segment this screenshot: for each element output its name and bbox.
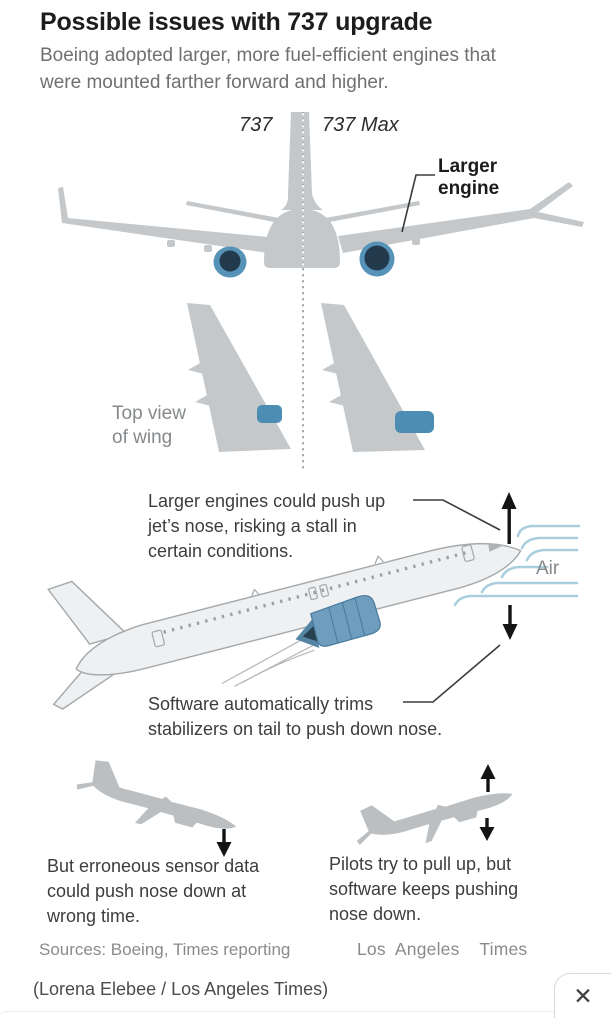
engine-callout-line xyxy=(401,174,435,233)
sources-line: Sources: Boeing, Times reporting xyxy=(39,940,291,959)
air-label: Air xyxy=(536,558,560,579)
page-title: Possible issues with 737 upgrade xyxy=(40,8,433,36)
stall-annotation: Larger engines could push up jet’s nose,… xyxy=(148,491,386,561)
737-nacelle-top-icon xyxy=(257,405,282,423)
pilot-up-arrow-icon xyxy=(480,764,496,792)
label-737-max: 737 Max xyxy=(322,114,399,136)
cockpit-window xyxy=(488,543,505,552)
left-stabilizer-front xyxy=(186,201,290,225)
sensor-down-arrow-icon xyxy=(216,829,232,857)
front-door xyxy=(461,544,475,562)
flap-fairing xyxy=(204,245,212,252)
airflow-lines xyxy=(453,524,581,607)
max-wing-fairing xyxy=(329,394,345,406)
left-wing-front xyxy=(58,187,268,253)
pilot-down-arrow-icon xyxy=(479,818,495,841)
nose-up-arrow-icon xyxy=(501,492,517,544)
flap-fairing xyxy=(380,243,388,250)
nose-up-plane-silhouette xyxy=(347,761,519,864)
sensor-annotation: But erroneous sensor data could push nos… xyxy=(47,856,260,926)
tail-fin-front xyxy=(281,112,323,210)
card-edge xyxy=(0,1011,611,1018)
overwing-exit xyxy=(308,586,318,601)
stall-pointer-line xyxy=(413,499,501,531)
trim-down-arrow-icon xyxy=(502,605,518,640)
flap-fairing xyxy=(412,238,420,245)
right-stabilizer-front xyxy=(314,201,420,225)
tail-fin xyxy=(47,580,128,645)
window-row xyxy=(163,550,468,634)
737-engine-core xyxy=(219,250,241,272)
credit-caption: (Lorena Elebee / Los Angeles Times) xyxy=(33,979,329,999)
engine-exhaust-cone xyxy=(295,619,320,648)
737-wing-top xyxy=(187,303,291,452)
max-wing-fairing xyxy=(322,362,338,374)
max-nacelle-side-icon xyxy=(310,595,381,647)
max-engine-core xyxy=(364,245,390,271)
page-subtitle: Boeing adopted larger, more fuel-efficie… xyxy=(40,45,496,93)
close-button[interactable]: ✕ xyxy=(554,973,611,1018)
front-view-illustration xyxy=(58,112,584,278)
pilot-annotation: Pilots try to pull up, but software keep… xyxy=(329,854,519,924)
la-times-brand: Los Angeles Times xyxy=(357,939,528,959)
engine-spinner xyxy=(302,625,318,642)
close-icon[interactable]: ✕ xyxy=(573,982,593,1009)
max-engine-icon xyxy=(359,241,395,277)
nose-down-plane-silhouette xyxy=(71,755,244,845)
737-wing-fairing xyxy=(195,394,211,406)
label-737: 737 xyxy=(239,114,273,136)
wing-outline xyxy=(221,631,324,687)
fuselage-dome xyxy=(264,209,340,268)
stabilizer xyxy=(52,664,121,710)
rear-door xyxy=(151,629,165,648)
737-wing-fairing xyxy=(188,362,204,374)
top-view-of-wing-label: Top view of wing xyxy=(112,403,186,448)
trim-annotation: Software automatically trims stabilizers… xyxy=(148,694,443,739)
overwing-exit xyxy=(319,583,330,598)
flap-fairing xyxy=(167,240,175,247)
max-wing-top xyxy=(321,303,425,452)
nacelle-stripes xyxy=(328,598,365,643)
larger-engine-callout: Larger engine xyxy=(438,156,500,199)
annotation-pointers xyxy=(403,499,501,703)
737-engine-icon xyxy=(213,246,247,278)
max-nacelle-top-icon xyxy=(395,411,434,433)
wing-top-view-illustration xyxy=(187,303,434,452)
